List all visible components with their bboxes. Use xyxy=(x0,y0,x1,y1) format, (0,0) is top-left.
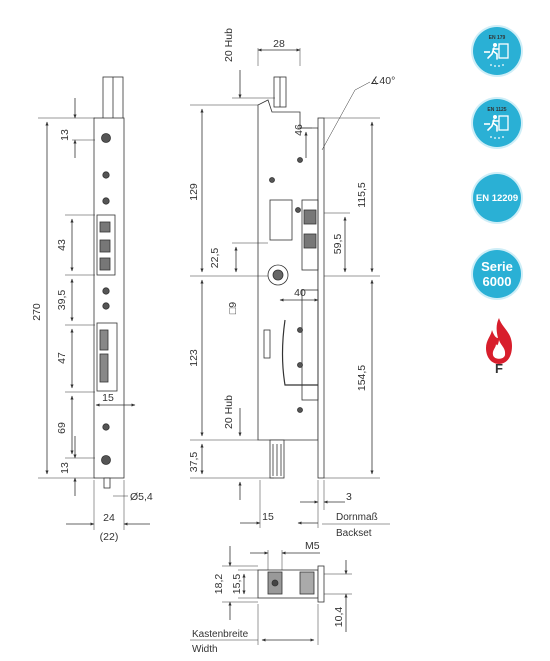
screw-holes xyxy=(101,133,111,465)
backset-label-de: Dornmaß xyxy=(336,512,378,523)
dim-front-24: 24 xyxy=(103,512,115,524)
dim-front-270: 270 xyxy=(31,303,43,321)
bottom-view-labels: M5 18,2 15,5 10,4 Kastenbreite Width xyxy=(192,540,345,655)
width-label-de: Kastenbreite xyxy=(192,629,249,640)
dim-side-square-9: □9 xyxy=(227,302,239,314)
dim-front-43: 43 xyxy=(56,239,68,251)
dim-side-115-5: 115,5 xyxy=(356,182,368,208)
dim-side-28: 28 xyxy=(273,38,285,50)
dim-front-69: 69 xyxy=(56,422,68,434)
dim-side-40deg: ∡40° xyxy=(370,75,395,87)
badge-en1125: EN 1125 xyxy=(473,99,521,147)
badge-en12209-text: EN 12209 xyxy=(475,192,519,204)
dim-side-46: 46 xyxy=(293,124,305,136)
bottom-view xyxy=(190,546,352,645)
dim-side-40: 40 xyxy=(294,287,306,299)
badge-en179-text: EN 179 xyxy=(489,35,506,41)
dim-side-22-5: 22,5 xyxy=(209,248,221,269)
fire-icon: F xyxy=(486,318,512,374)
dim-side-20-hub-top: 20 Hub xyxy=(223,28,235,62)
badge-series-line1: Serie xyxy=(481,259,513,274)
width-label-en: Width xyxy=(192,644,218,655)
badge-series-6000: Serie 6000 xyxy=(473,250,521,298)
front-view xyxy=(38,76,150,530)
dim-bottom-18-2: 18,2 xyxy=(213,574,225,595)
dim-side-3: 3 xyxy=(346,491,352,503)
side-view xyxy=(190,48,390,528)
backset-label-en: Backset xyxy=(336,528,372,539)
dim-side-129: 129 xyxy=(188,183,200,201)
dim-side-37-5: 37,5 xyxy=(188,452,200,473)
dim-front-22: (22) xyxy=(100,531,119,543)
side-view-labels: 20 Hub 28 ∡40° 46 129 115,5 22,5 59,5 □9… xyxy=(188,28,395,539)
badge-en179: EN 179 xyxy=(473,27,521,75)
dim-front-47: 47 xyxy=(56,352,68,364)
fire-letter: F xyxy=(495,361,503,374)
dim-front-15: 15 xyxy=(102,392,114,404)
badge-en1125-text: EN 1125 xyxy=(487,107,506,113)
badge-en12209: EN 12209 xyxy=(473,174,521,222)
badge-series-line2: 6000 xyxy=(482,274,512,289)
dim-side-20-hub-bottom: 20 Hub xyxy=(223,395,235,429)
panic-exit-icon: EN 1125 xyxy=(484,107,509,139)
dim-front-39-5: 39,5 xyxy=(56,290,68,311)
dim-side-59-5: 59,5 xyxy=(332,234,344,255)
dim-side-15: 15 xyxy=(262,511,274,523)
dim-front-13-top: 13 xyxy=(59,129,71,141)
dim-bottom-m5: M5 xyxy=(305,540,320,552)
dim-front-13-bottom: 13 xyxy=(59,462,71,474)
front-view-labels: 13 43 270 39,5 47 69 13 15 24 (22) Ø5,4 xyxy=(31,129,153,543)
dim-side-154-5: 154,5 xyxy=(356,365,368,391)
dim-bottom-10-4: 10,4 xyxy=(333,607,345,628)
emergency-exit-icon: EN 179 xyxy=(484,35,509,67)
dim-side-123: 123 xyxy=(188,349,200,367)
dim-bottom-15-5: 15,5 xyxy=(231,574,243,595)
dim-front-diameter: Ø5,4 xyxy=(130,491,153,503)
